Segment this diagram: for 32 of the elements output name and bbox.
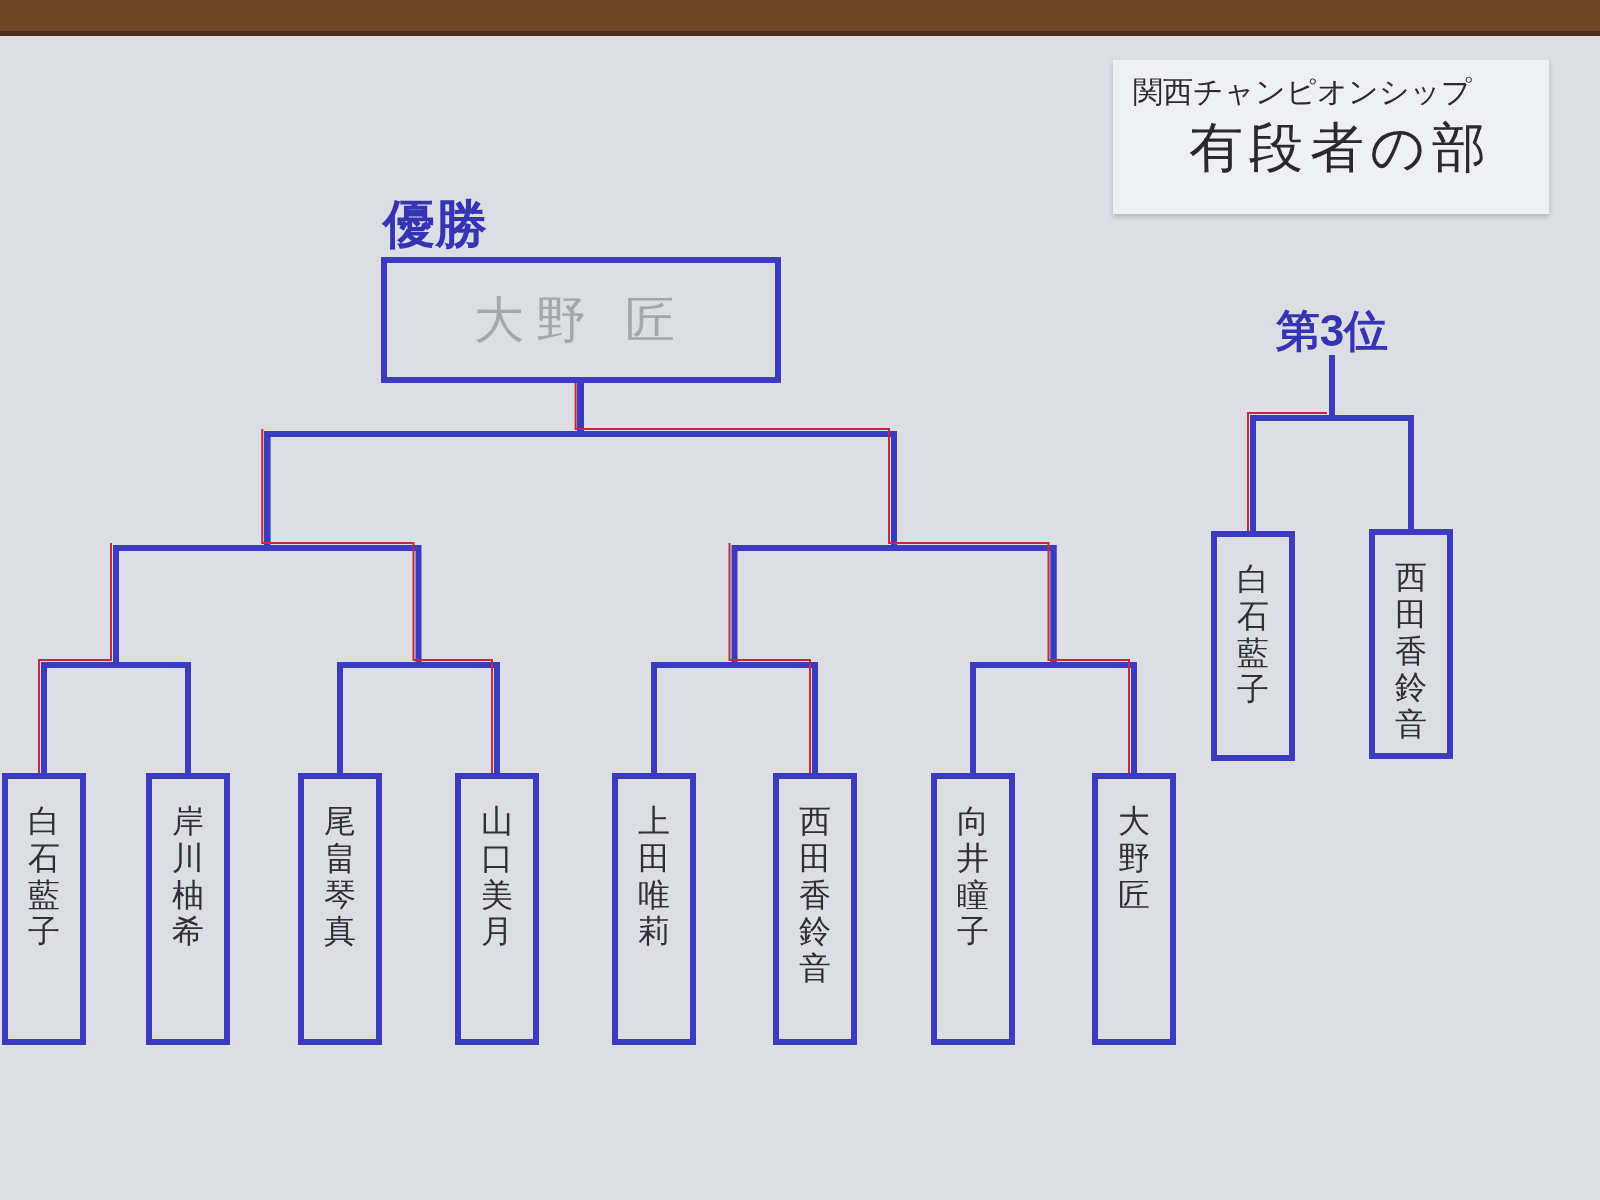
name-box (298, 773, 382, 1045)
name-box (773, 773, 857, 1045)
player-name: 向井瞳子 (957, 803, 989, 952)
name-box (1211, 531, 1295, 761)
division-title: 有段者の部 (1189, 116, 1493, 179)
player-name: 西田香鈴音 (1395, 559, 1427, 745)
name-box (1369, 529, 1453, 759)
winner-trace-line (728, 542, 811, 774)
player-name: 山口美月 (481, 803, 513, 952)
name-box (612, 773, 696, 1045)
player-name: 白石藍子 (1237, 561, 1269, 710)
event-name: 関西チャンピオンシップ (1133, 74, 1472, 110)
player-name: 上田唯莉 (638, 803, 670, 952)
winner-trace-line (1247, 412, 1328, 532)
winner-trace-line (38, 542, 112, 774)
rank-heading: 第3位 (1257, 304, 1407, 358)
player-name: 尾畠琴真 (324, 803, 356, 952)
player-name: 西田香鈴音 (799, 803, 831, 989)
name-box (455, 773, 539, 1045)
winner-heading: 優勝 (382, 198, 487, 250)
cork-board-edge (0, 0, 1600, 36)
player-name: 白石藍子 (28, 803, 60, 952)
name-box (146, 773, 230, 1045)
name-box (931, 773, 1015, 1045)
title-card (1113, 60, 1549, 214)
player-name: 大野 匠 (473, 295, 688, 345)
player-name: 岸川柚希 (172, 803, 204, 952)
bracket-line (1329, 355, 1414, 532)
name-box (2, 773, 86, 1045)
name-box (1092, 773, 1176, 1045)
player-name: 大野匠 (1118, 803, 1150, 915)
winner-trace-line (261, 428, 493, 774)
